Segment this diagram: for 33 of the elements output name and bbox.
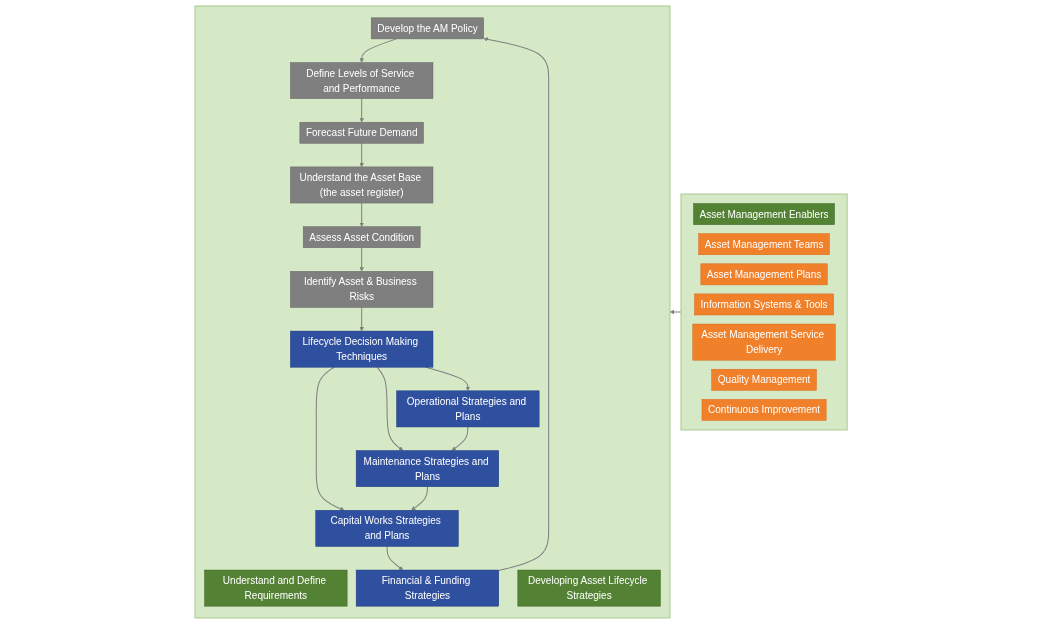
arrow — [359, 247, 365, 272]
arrow — [359, 98, 365, 123]
node-box: Forecast Future Demand — [300, 122, 425, 144]
cluster — [194, 5, 671, 619]
arrow — [483, 37, 550, 572]
node-box: Assess Asset Condition — [303, 226, 421, 248]
node-box: Understand and Define Requirements — [204, 569, 348, 607]
node-box: Asset Management Enablers — [693, 203, 836, 225]
node-box: Operational Strategies and Plans — [396, 390, 540, 428]
node-box: Information Systems & Tools — [694, 293, 835, 316]
arrow — [452, 426, 469, 451]
node-box: Asset Management Service Delivery — [692, 323, 836, 361]
arrow — [359, 142, 365, 168]
arrow — [411, 486, 429, 511]
node-box: Financial & Funding Strategies — [356, 569, 500, 607]
node-box: Understand the Asset Base (the asset register) — [290, 166, 434, 204]
arrow — [316, 366, 345, 511]
node-box: Lifecycle Decision Making Techniques — [290, 330, 434, 368]
cluster — [680, 193, 849, 431]
arrow — [376, 366, 404, 451]
node-box: Maintenance Strategies and Plans — [356, 450, 500, 487]
node-box: Continuous Improvement — [702, 399, 827, 421]
arrow — [359, 202, 365, 227]
node-box: Identify Asset & Business Risks — [290, 271, 434, 308]
node-box: Asset Management Plans — [701, 263, 828, 286]
arrow — [359, 306, 365, 332]
node-box: Capital Works Strategies and Plans — [315, 510, 459, 547]
node-box: Develop the AM Policy — [371, 17, 485, 40]
node-box: Developing Asset Lifecycle Strategies — [518, 569, 662, 607]
node-box: Asset Management Teams — [698, 233, 831, 255]
node-box: Quality Management — [711, 368, 818, 391]
node-box: Define Levels of Service and Performance — [290, 62, 434, 99]
arrow — [386, 545, 404, 571]
